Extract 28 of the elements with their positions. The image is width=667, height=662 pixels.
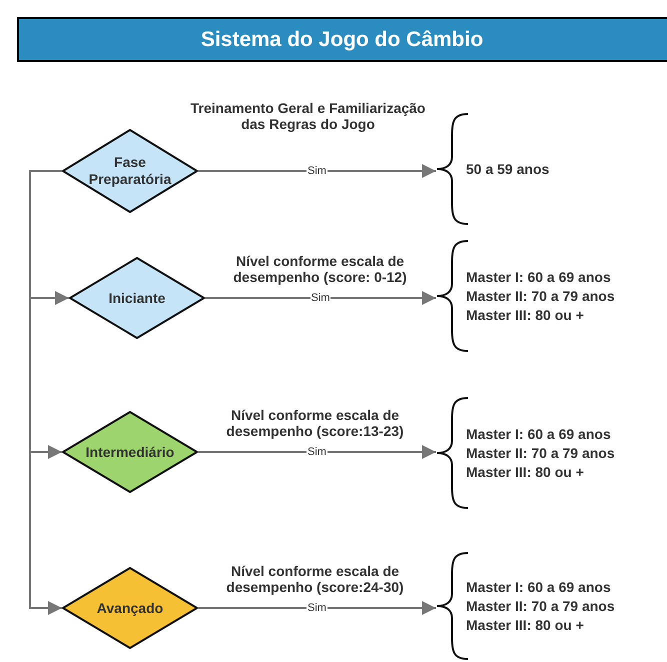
edge-label: Sim	[310, 292, 331, 304]
diamond-label: Iniciante	[108, 290, 166, 306]
age-range-text: 50 a 59 anos	[466, 160, 550, 178]
age-range-text: Master III: 80 ou +	[466, 306, 585, 324]
diamond-label: Avançado	[96, 600, 164, 616]
age-range-text: Master II: 70 a 79 anos	[466, 444, 616, 462]
edge-label: Sim	[306, 602, 328, 614]
age-range-text: Master III: 80 ou +	[466, 462, 585, 482]
arrow	[198, 445, 436, 459]
step-description: Nível conforme escala de desempenho (score:13-23)	[225, 407, 405, 439]
title-banner: Sistema do Jogo do Câmbio	[17, 17, 667, 62]
age-range-text: Master III: 80 ou +	[466, 616, 585, 634]
diamond-label: Fase Preparatória	[88, 154, 172, 188]
age-range-text: Master I: 60 a 69 anos	[466, 268, 612, 286]
step-description: Nível conforme escala de desempenho (score: 0-12)	[232, 253, 408, 285]
arrow	[198, 601, 436, 615]
arrow	[198, 164, 436, 178]
edge-label: Sim	[306, 446, 328, 458]
step-description: Nível conforme escala de desempenho (score:24-30)	[225, 563, 405, 595]
arrow	[205, 291, 436, 305]
age-range-text: Master II: 70 a 79 anos	[466, 596, 616, 616]
age-range-text: Master I: 60 a 69 anos	[466, 578, 612, 596]
diamond-label: Intermediário	[84, 444, 176, 460]
age-range-text: Master II: 70 a 79 anos	[466, 286, 616, 306]
age-range-text: Master I: 60 a 69 anos	[466, 424, 612, 444]
edge-label: Sim	[306, 165, 328, 177]
arrow	[29, 170, 62, 615]
step-description: Treinamento Geral e Familiarização das Regras do Jogo	[190, 100, 426, 132]
